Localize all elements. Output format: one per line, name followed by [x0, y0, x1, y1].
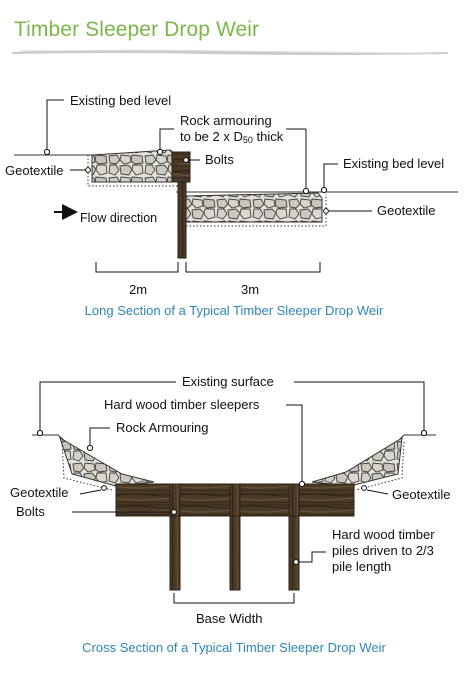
label-bolts-long: Bolts	[205, 152, 234, 167]
label-geotextile-downstream: Geotextile	[377, 203, 436, 218]
long-section: Existing bed level Rock armouring to be …	[5, 93, 458, 297]
dimension-downstream	[185, 262, 321, 273]
label-hard-wood-timber-sleepers: Hard wood timber sleepers	[104, 397, 260, 412]
downstream-rock-armouring	[185, 192, 323, 223]
cross-section: Existing surface Hard wood timber sleepe…	[10, 374, 451, 626]
timber-pile-right	[288, 515, 300, 591]
label-rock-armouring-line1: Rock armouring	[180, 113, 272, 128]
label-bolts-cross: Bolts	[16, 504, 45, 519]
upstream-geotextile	[87, 155, 178, 187]
timber-pile-center	[229, 515, 241, 591]
label-rock-armouring-line2: to be 2 x D50 thick	[180, 129, 284, 145]
right-rock-armouring	[311, 437, 403, 487]
dimension-upstream	[95, 262, 179, 273]
label-existing-surface: Existing surface	[182, 374, 274, 389]
label-geotextile-cross-left: Geotextile	[10, 485, 69, 500]
upstream-rock-armouring	[91, 149, 179, 183]
label-flow-direction: Flow direction	[80, 211, 157, 225]
downstream-geotextile	[186, 194, 327, 227]
label-existing-bed-level-downstream: Existing bed level	[343, 156, 444, 171]
timber-sleeper-cap	[171, 151, 191, 183]
caption-long-section: Long Section of a Typical Timber Sleeper…	[84, 303, 384, 318]
caption-cross-section: Cross Section of a Typical Timber Sleepe…	[82, 640, 386, 655]
dimension-base-width	[173, 593, 295, 604]
label-piles-line2: piles driven to 2/3	[332, 543, 434, 558]
page-title: Timber Sleeper Drop Weir	[14, 18, 260, 41]
label-piles-line1: Hard wood timber	[332, 527, 435, 542]
left-rock-armouring	[59, 436, 155, 487]
label-geotextile-cross-right: Geotextile	[392, 487, 451, 502]
label-piles-line3: pile length	[332, 559, 391, 574]
label-geotextile-upstream: Geotextile	[5, 163, 64, 178]
label-base-width: Base Width	[196, 611, 262, 626]
label-rock-armouring-cross: Rock Armouring	[116, 420, 208, 435]
label-dimension-3m: 3m	[241, 282, 259, 297]
title-brush-stroke	[12, 49, 448, 55]
label-existing-bed-level-upstream: Existing bed level	[70, 93, 171, 108]
timber-pile-left	[169, 515, 181, 591]
label-dimension-2m: 2m	[129, 282, 147, 297]
